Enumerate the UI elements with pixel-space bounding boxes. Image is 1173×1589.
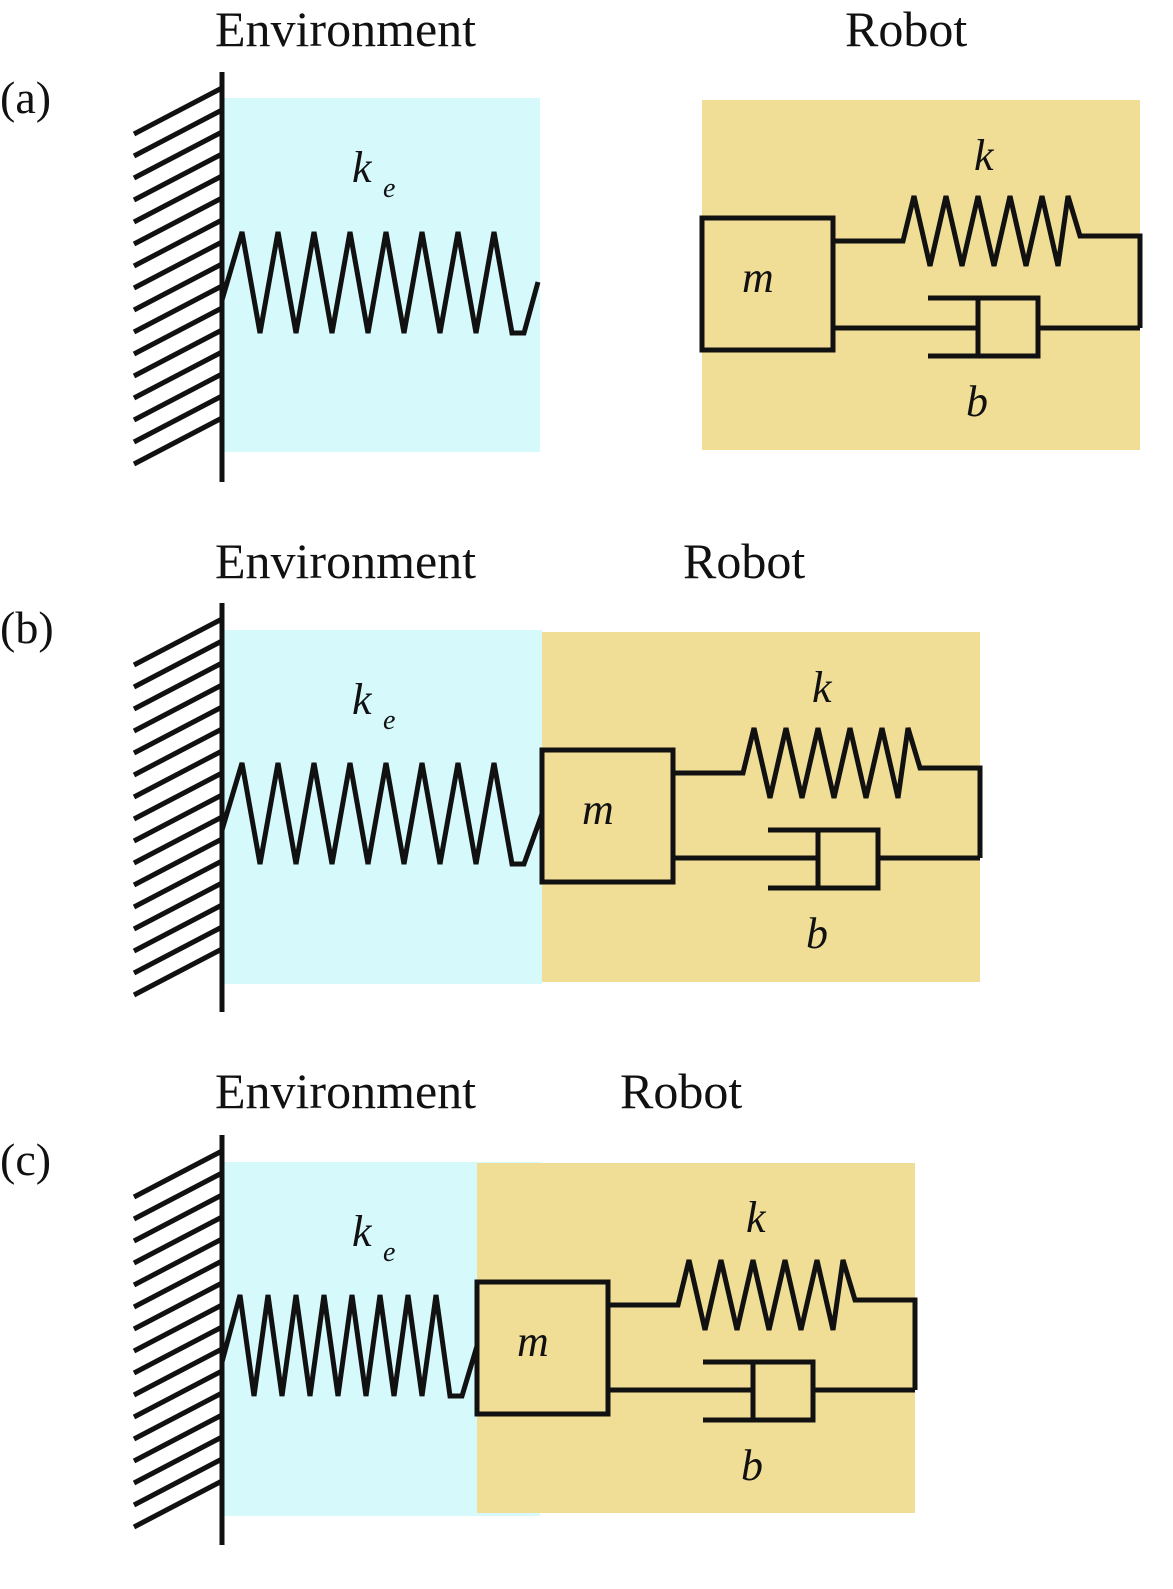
panel-a: (a) Environment Robot bbox=[0, 1, 1143, 482]
panel-b-robot-stiffness-label: k bbox=[812, 663, 833, 712]
panel-b-env-stiffness-label: k bbox=[352, 675, 373, 724]
panel-b-tag: (b) bbox=[0, 602, 54, 653]
panel-c-wall-hatching bbox=[132, 1148, 224, 1530]
panel-a-environment-title: Environment bbox=[215, 1, 476, 57]
panel-c-wall bbox=[132, 1135, 225, 1545]
panel-b-wall bbox=[132, 603, 225, 1012]
panel-c-damper bbox=[608, 1359, 915, 1423]
panel-b-robot-title: Robot bbox=[683, 533, 805, 589]
panel-c-environment-title: Environment bbox=[215, 1063, 476, 1119]
panel-a-mass-label: m bbox=[742, 253, 774, 302]
panel-a-env-stiffness-label: k bbox=[352, 143, 373, 192]
panel-c-robot-region bbox=[477, 1163, 915, 1513]
panel-b-damper bbox=[673, 827, 980, 891]
panel-b-damping-label: b bbox=[806, 909, 828, 958]
panel-b-mass-label: m bbox=[582, 785, 614, 834]
panel-a-robot-spring bbox=[833, 195, 1143, 328]
panel-c-env-stiffness-label: k bbox=[352, 1207, 373, 1256]
panel-b: (b) Environment Robot bbox=[0, 533, 983, 1012]
panel-a-robot-title: Robot bbox=[845, 1, 967, 57]
panel-c-robot-stiffness-label: k bbox=[746, 1193, 767, 1242]
panel-c-tag: (c) bbox=[0, 1134, 51, 1185]
panel-a-damper bbox=[833, 295, 1140, 359]
panel-c-robot-spring bbox=[608, 1259, 918, 1390]
panel-b-wall-hatching bbox=[132, 616, 224, 998]
panel-c-mass-label: m bbox=[517, 1317, 549, 1366]
panel-b-robot-spring bbox=[673, 727, 983, 858]
panel-a-mass-block bbox=[699, 215, 836, 353]
panel-c-env-stiffness-subscript: e bbox=[383, 1237, 395, 1268]
panel-a-damping-label: b bbox=[966, 377, 988, 426]
panel-b-robot-region bbox=[542, 632, 980, 982]
panel-c: (c) Environment Robot bbox=[0, 1063, 918, 1545]
panel-a-robot-region bbox=[702, 100, 1140, 450]
panel-c-damping-label: b bbox=[741, 1441, 763, 1490]
panel-a-wall bbox=[132, 72, 225, 482]
panel-c-mass-block bbox=[474, 1279, 611, 1417]
panel-b-environment-title: Environment bbox=[215, 533, 476, 589]
panel-c-robot-title: Robot bbox=[620, 1063, 742, 1119]
panel-b-env-stiffness-subscript: e bbox=[383, 705, 395, 736]
panel-b-mass-block bbox=[539, 747, 676, 885]
panel-a-env-stiffness-subscript: e bbox=[383, 173, 395, 204]
panel-b-environment-spring bbox=[219, 762, 545, 867]
panel-a-tag: (a) bbox=[0, 72, 51, 123]
panel-a-robot-stiffness-label: k bbox=[974, 131, 995, 180]
panel-a-wall-hatching bbox=[132, 85, 224, 467]
panel-a-environment-spring bbox=[219, 231, 541, 336]
panel-c-environment-spring bbox=[219, 1294, 480, 1399]
